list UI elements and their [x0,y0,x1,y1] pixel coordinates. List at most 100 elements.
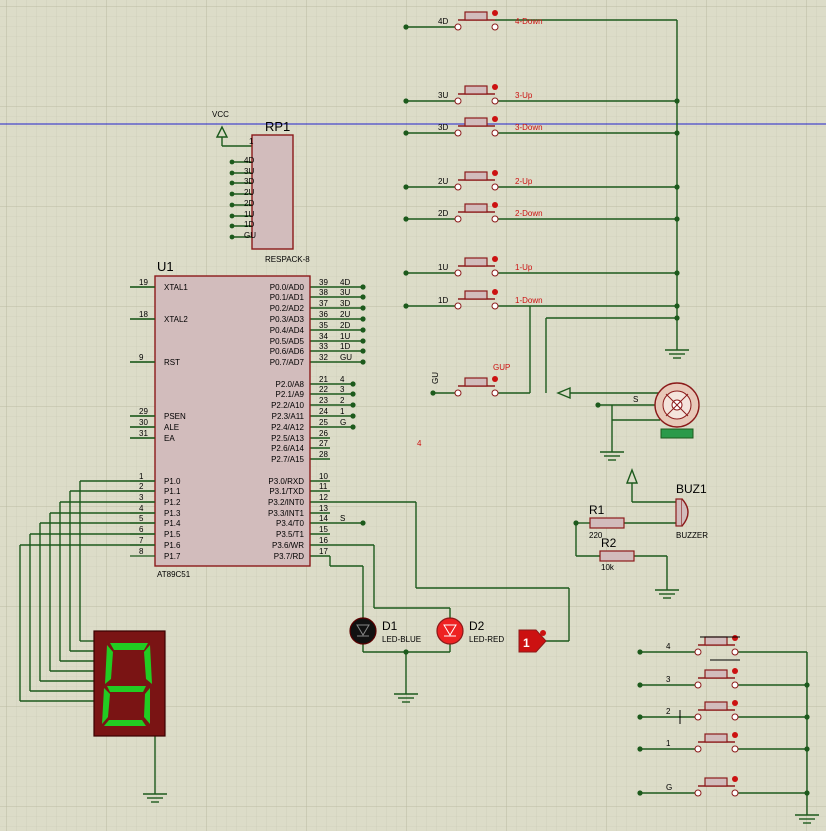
mcu-pin-number: 3 [139,493,144,502]
floor-button-2d[interactable]: 2D 2-Down [438,202,543,223]
d2-ref: D2 [469,619,485,633]
mcu-pin-name: P3.1/TXD [269,487,304,496]
mcu-pin-number: 39 [319,278,328,287]
buzzer-buz1[interactable]: BUZ1 BUZZER [675,482,708,540]
ground-symbol-leds [394,693,418,703]
mcu-u1[interactable]: U1 AT89C51 19XTAL118XTAL29RST29PSEN30ALE… [130,259,352,579]
mcu-pin-name: P2.6/A14 [271,444,304,453]
respack-part: RESPACK-8 [265,255,310,264]
mcu-pin-name: P2.7/A15 [271,455,304,464]
floor-button-label: 3-Down [515,123,543,132]
r2-ref: R2 [601,536,617,550]
d1-ref: D1 [382,619,398,633]
mcu-pin-number: 26 [319,429,328,438]
ground-symbol-display [143,793,167,803]
mcu-pin-number: 22 [319,385,328,394]
seven-segment-display[interactable] [93,630,166,737]
gup-button[interactable]: GU GUP [431,363,510,397]
mcu-pin-name: EA [164,434,175,443]
buzzer-part: BUZZER [676,531,708,540]
floor-button-label: 1-Up [515,263,533,272]
mcu-pin-number: 14 [319,514,328,523]
ground-symbol-motor [600,451,624,461]
motor-net-label: S [633,395,638,404]
mcu-pin-number: 9 [139,353,144,362]
car-button-4[interactable]: 4 [666,635,739,656]
mcu-net-label: 3D [340,299,350,308]
power-terminal-gup [556,386,571,400]
mcu-pin-name: RST [164,358,180,367]
mcu-pin-number: 32 [319,353,328,362]
floor-button-net: 2U [438,177,448,186]
mcu-pin-name: P1.6 [164,541,181,550]
ground-symbols [143,349,819,824]
floor-button-label: 2-Down [515,209,543,218]
mcu-net-label: 1D [340,342,350,351]
mcu-pin-number: 1 [139,472,144,481]
r1-value: 220 [589,531,603,540]
mcu-pin-name: P2.2/A10 [271,401,304,410]
logic-probe[interactable]: 1 [518,629,547,653]
mcu-pin-name: P2.1/A9 [276,390,305,399]
mcu-pin-number: 19 [139,278,148,287]
led-d1[interactable]: D1 LED-BLUE [349,617,421,645]
mcu-pin-number: 34 [319,332,328,341]
mcu-pin-name: P0.2/AD2 [270,304,305,313]
car-button-1[interactable]: 1 [666,732,739,753]
mcu-pin-name: P0.3/AD3 [270,315,305,324]
floor-button-3u[interactable]: 3U 3-Up [438,84,533,105]
gnd-overline [679,636,740,724]
mcu-net-label: 4D [340,278,350,287]
mcu-net-label: 1 [340,407,345,416]
resistor-r1[interactable]: R1 220 [589,503,625,540]
led-d2[interactable]: D2 LED-RED [436,617,504,645]
floor-button-1u[interactable]: 1U 1-Up [438,256,533,277]
floor-button-label: 4-Down [515,17,543,26]
digit-segments [102,643,152,726]
respack-net: 1U [244,210,254,219]
floor-button-1d[interactable]: 1D 1-Down [438,289,543,310]
mcu-pin-number: 6 [139,525,144,534]
floor-button-label: 3-Up [515,91,533,100]
ground-symbol-r2 [655,589,679,599]
floor-button-net: 1U [438,263,448,272]
mcu-pin-number: 29 [139,407,148,416]
d2-part: LED-RED [469,635,504,644]
mcu-pin-name: XTAL1 [164,283,188,292]
car-button-2[interactable]: 2 [666,700,739,721]
car-button-g[interactable]: G [666,776,739,797]
mcu-pin-number: 21 [319,375,328,384]
mcu-pin-number: 5 [139,514,144,523]
mcu-pin-name: P3.2/INT0 [268,498,305,507]
floor-button-label: 1-Down [515,296,543,305]
floor-button-net: 1D [438,296,448,305]
mcu-ref: U1 [157,259,174,274]
car-button-3[interactable]: 3 [666,668,739,689]
logic-probe-value: 1 [523,636,530,650]
mcu-pin-number: 31 [139,429,148,438]
floor-button-net: 2D [438,209,448,218]
floor-button-net: 3U [438,91,448,100]
mcu-pin-number: 8 [139,547,144,556]
mcu-pin-name: P0.6/AD6 [270,347,305,356]
mcu-pin-number: 38 [319,288,328,297]
stepper-motor[interactable]: S [633,382,700,439]
mcu-pin-number: 16 [319,536,328,545]
vcc-label: VCC [212,110,229,119]
respack-net: GU [244,231,256,240]
resistor-r2[interactable]: R2 10k [599,536,635,572]
mcu-pin-name: P2.4/A12 [271,423,304,432]
mcu-net-label: G [340,418,346,427]
power-terminal-buzzer [625,468,639,484]
respack-pin1: 1 [249,137,254,146]
mcu-pin-number: 28 [319,450,328,459]
mcu-pin-name: P3.4/T0 [276,519,305,528]
mcu-net-label: 1U [340,332,350,341]
